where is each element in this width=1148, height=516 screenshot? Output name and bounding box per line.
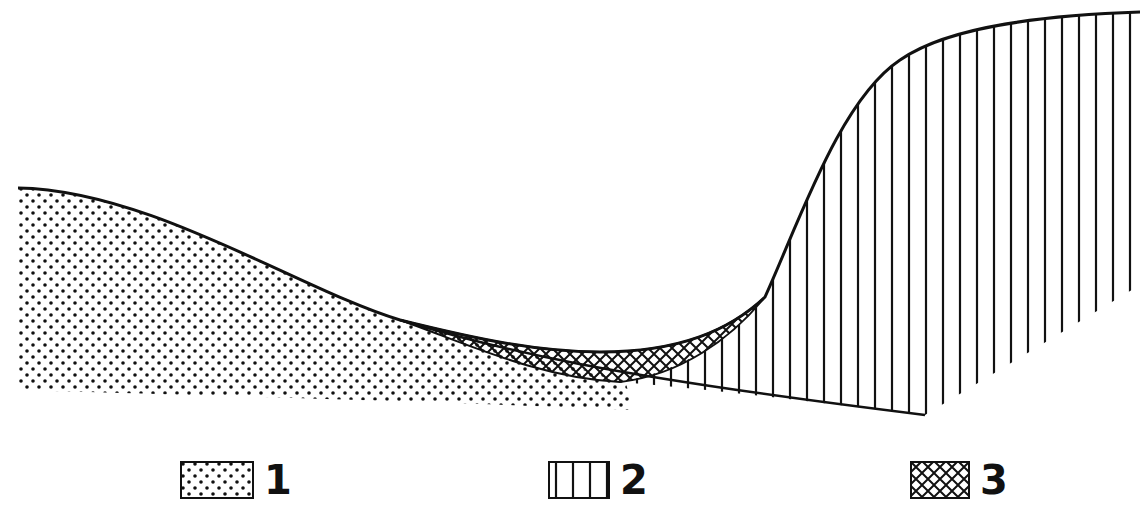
legend-entry: 1 (180, 460, 292, 500)
base-line (400, 320, 925, 415)
legend-label: 1 (264, 460, 292, 500)
legend-swatch (180, 461, 254, 499)
dotted-region (18, 188, 631, 410)
ground-surface (18, 12, 1140, 352)
crosshatched-lens (400, 297, 765, 382)
legend-swatch (548, 461, 610, 499)
legend-swatch (910, 461, 970, 499)
legend-label: 3 (980, 460, 1008, 500)
legend-entry: 2 (548, 460, 648, 500)
legend-entry: 3 (910, 460, 1008, 500)
legend-label: 2 (620, 460, 648, 500)
